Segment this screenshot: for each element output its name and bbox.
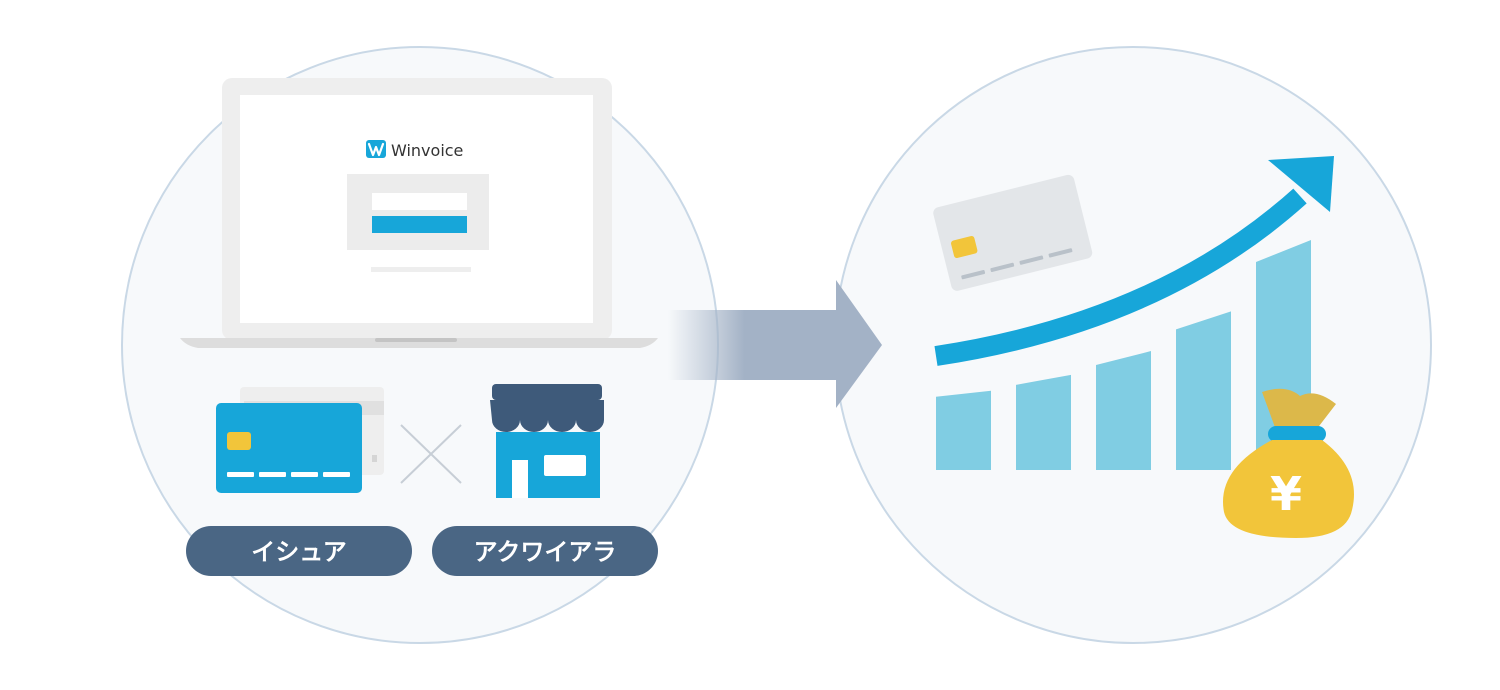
laptop-icon: Winvoice [180,78,658,348]
issuer-card-icon [216,387,384,493]
login-submit-button [372,216,467,233]
money-bag-icon: ¥ [1223,388,1354,538]
acquirer-label: アクワイアラ [474,538,617,566]
winvoice-logo-text: Winvoice [391,141,463,160]
issuer-pill: イシュア [186,526,412,576]
flow-arrow-icon [668,280,882,408]
yen-symbol: ¥ [1270,467,1302,521]
growth-card-icon [933,174,1093,291]
login-footer-line [371,267,471,272]
login-form-panel [347,174,489,250]
issuer-label: イシュア [251,538,347,566]
store-icon [490,384,604,498]
trend-arrow-icon [934,156,1334,366]
winvoice-logo-icon [366,140,386,158]
right-circle [834,46,1432,644]
growth-bar [1176,311,1231,470]
times-icon [400,424,462,484]
growth-bar [1096,351,1151,470]
acquirer-pill: アクワイアラ [432,526,658,576]
growth-bar [1016,374,1071,470]
login-input-field [372,193,467,210]
growth-bar [936,390,991,470]
